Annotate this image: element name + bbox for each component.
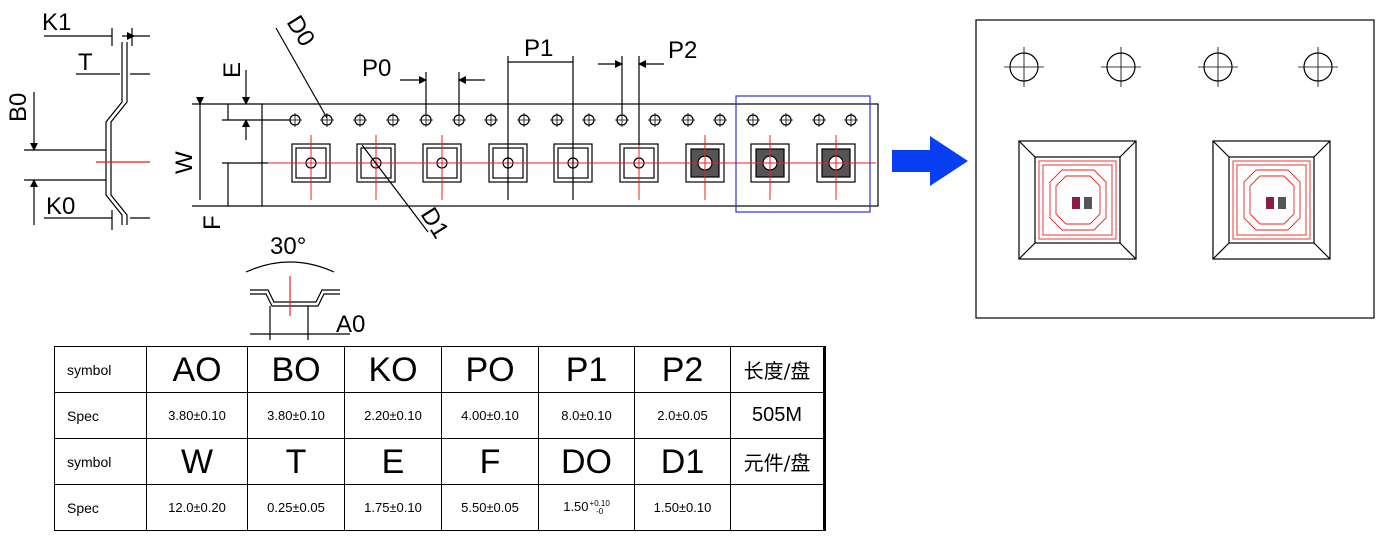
table-cell: 1.50±0.10 [634,484,731,531]
label-d1: D1 [415,203,454,243]
table-cell: 元件/盘 [730,438,826,485]
highlight-box [735,95,871,213]
table-cell: E [344,438,442,485]
table-cell: 2.20±0.10 [344,392,442,439]
side-section-view [24,28,150,230]
label-p0: P0 [362,55,391,82]
arrow-right-icon [892,136,968,186]
table-cell: 5.50±0.05 [441,484,539,531]
label-p2: P2 [668,37,697,64]
table-cell: DO [538,438,635,485]
table-cell: D1 [634,438,731,485]
table-cell: 4.00±0.10 [441,392,539,439]
enlarged-view [975,19,1375,319]
table-cell [730,484,826,531]
label-f: F [199,215,226,230]
label-a0: A0 [336,311,365,338]
table-cell: 长度/盘 [730,346,826,393]
table-cell: symbol [54,438,147,485]
table-row: symbol AO BO KO PO P1 P2 长度/盘 [54,346,826,393]
spec-table: symbol AO BO KO PO P1 P2 长度/盘 Spec 3.80±… [54,346,826,531]
table-cell: symbol [54,346,147,393]
d0-nominal: 1.50 [563,499,589,515]
table-cell: 0.25±0.05 [247,484,345,531]
table-cell: 8.0±0.10 [538,392,635,439]
table-row: symbol W T E F DO D1 元件/盘 [54,438,826,485]
table-cell: BO [247,346,345,393]
pocket-section-view [245,261,350,340]
table-row: Spec 12.0±0.20 0.25±0.05 1.75±0.10 5.50±… [54,484,826,531]
table-cell: 1.75±0.10 [344,484,442,531]
table-cell: W [146,438,248,485]
table-cell: 3.80±0.10 [146,392,248,439]
label-b0: B0 [5,93,32,122]
table-cell: KO [344,346,442,393]
table-cell: P2 [634,346,731,393]
label-w: W [171,151,198,174]
table-cell: T [247,438,345,485]
table-cell: P1 [538,346,635,393]
table-cell: Spec [54,484,147,531]
label-k1: K1 [42,9,71,36]
table-row: Spec 3.80±0.10 3.80±0.10 2.20±0.10 4.00±… [54,392,826,439]
tape-top-view [192,27,879,233]
table-cell: 2.0±0.05 [634,392,731,439]
table-cell: PO [441,346,539,393]
table-cell: Spec [54,392,147,439]
label-e: E [219,62,246,78]
d0-tol-lower: -0 [596,506,604,516]
table-cell: 505M [730,392,826,439]
table-cell: F [441,438,539,485]
table-cell: 12.0±0.20 [146,484,248,531]
label-t: T [78,49,93,76]
label-k0: K0 [46,193,75,220]
table-cell: 3.80±0.10 [247,392,345,439]
table-cell-d0-spec: 1.50+0.10-0 [538,484,635,531]
label-d0: D0 [281,11,320,51]
table-cell: AO [146,346,248,393]
label-angle: 30° [270,233,306,260]
sprocket-hole-icon [1004,47,1338,87]
d0-tol-upper: +0.10 [589,498,610,508]
label-p1: P1 [524,35,553,62]
sprocket-hole-icon [288,113,858,127]
